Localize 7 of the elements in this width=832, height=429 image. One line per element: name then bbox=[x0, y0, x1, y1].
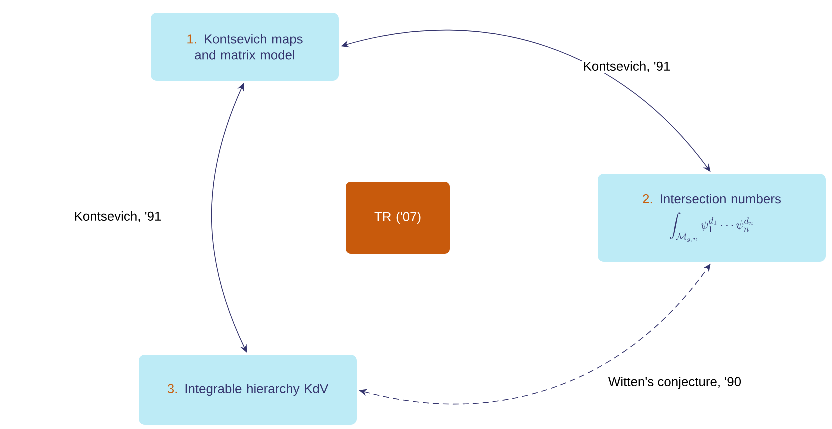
topic-box: 1. Kontsevich maps and matrix model bbox=[151, 13, 339, 81]
topic-box: 3. Integrable hierarchy KdV bbox=[139, 355, 357, 425]
edge-label: Witten's conjecture, '90 bbox=[607, 376, 743, 390]
edge-label: Kontsevich, '91 bbox=[582, 60, 672, 74]
edge-label: Kontsevich, '91 bbox=[73, 210, 163, 224]
topic-box: 2. Intersection numbers $\int_{\overline{\mathcal{M}}_{g,n}} \psi_1^{d_1}\cdots\psi_n^{d_n}$ bbox=[598, 174, 826, 262]
badge-box: TR ('07) bbox=[346, 182, 450, 254]
